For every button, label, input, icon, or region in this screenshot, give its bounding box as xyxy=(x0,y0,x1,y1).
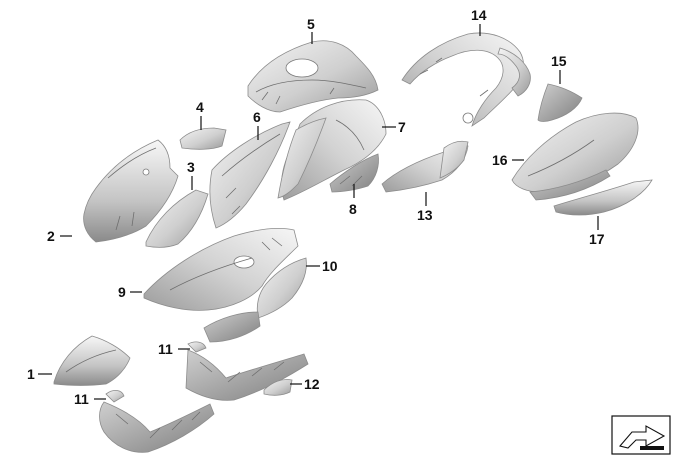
label-part-2: 2 xyxy=(47,228,55,244)
label-part-3: 3 xyxy=(187,159,195,175)
label-part-1: 1 xyxy=(27,366,35,382)
part-14-rear-frame xyxy=(401,32,531,127)
leader-lines xyxy=(38,24,599,400)
label-part-17: 17 xyxy=(589,231,605,247)
label-part-6: 6 xyxy=(253,109,261,125)
label-part-10: 10 xyxy=(322,258,338,274)
label-part-4: 4 xyxy=(196,99,204,115)
part-4-small-cover xyxy=(179,127,227,150)
part-5-tank-cover xyxy=(247,40,379,113)
label-part-13: 13 xyxy=(417,207,433,223)
part-8-bracket xyxy=(329,153,379,193)
label-part-9: 9 xyxy=(118,284,126,300)
part-7-tank-fairing xyxy=(277,99,387,201)
label-part-5: 5 xyxy=(307,16,315,32)
part-labels: 1 2 3 4 5 6 7 8 9 10 11 11 12 13 14 15 1… xyxy=(27,7,605,407)
part-2-front-side-panel xyxy=(83,139,179,243)
lever-pointer-icon xyxy=(611,415,671,455)
part-17-lower-tail-trim xyxy=(553,179,653,216)
part-15-rear-piece xyxy=(537,83,583,122)
part-16-tail-section xyxy=(511,112,639,201)
part-11-upper-guard xyxy=(185,341,309,401)
part-11-lower-guard xyxy=(99,390,215,453)
part-3-inner-panel xyxy=(145,189,209,248)
part-6-side-panel xyxy=(209,121,291,229)
label-part-11-lower: 11 xyxy=(74,391,89,407)
label-part-7: 7 xyxy=(398,119,406,135)
part-13-rear-side-cover xyxy=(381,140,469,193)
label-part-11-upper: 11 xyxy=(158,341,173,357)
part-12-clip xyxy=(263,379,293,396)
label-part-16: 16 xyxy=(492,152,508,168)
label-part-14: 14 xyxy=(471,7,487,23)
label-part-8: 8 xyxy=(349,201,357,217)
part-1-front-cowl xyxy=(53,335,131,386)
label-part-15: 15 xyxy=(551,53,567,69)
part-10-lower-rear-fairing xyxy=(203,257,307,343)
part-9-lower-side-panel xyxy=(143,228,299,311)
label-part-12: 12 xyxy=(304,376,320,392)
